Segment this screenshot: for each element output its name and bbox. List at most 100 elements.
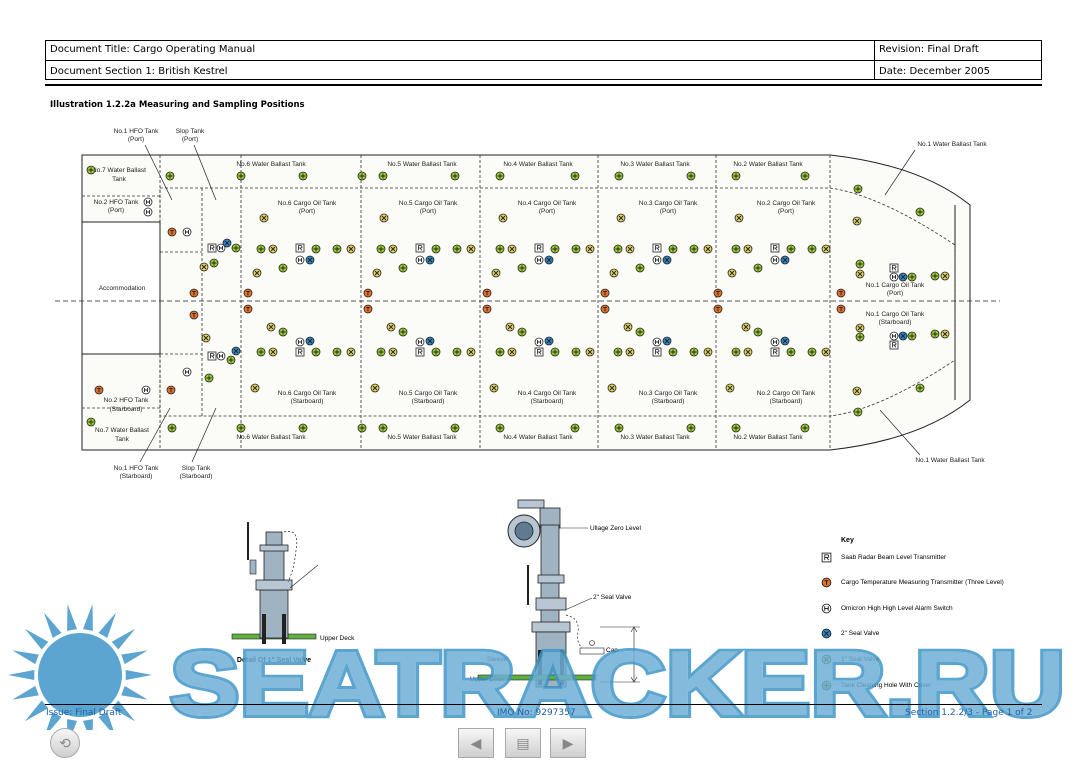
illustration-title: Illustration 1.2.2a Measuring and Sampli…	[50, 100, 305, 110]
tank-symbol	[689, 347, 699, 357]
triangle-right-icon: ▶	[562, 734, 574, 751]
tank-symbol	[652, 347, 662, 357]
tank-symbol	[652, 243, 662, 253]
key-item-label: Tank Cleaning Hole With Cover	[841, 682, 932, 689]
tank-symbol	[388, 347, 398, 357]
tank-symbol	[534, 347, 544, 357]
svg-text:(Port): (Port)	[420, 208, 436, 215]
tank-symbol	[415, 255, 425, 265]
cot-port-label: No.6 Cargo Oil Tank	[278, 200, 337, 207]
sun-ray-icon	[125, 669, 152, 681]
sleeve-label: Sleeve	[487, 656, 507, 663]
tank-symbol	[703, 244, 713, 254]
wb-top-label: No.6 Water Ballast Tank	[236, 161, 306, 168]
tank-symbol	[668, 244, 678, 254]
watermark-text-fill: SEATRACKER.RU	[170, 633, 1065, 730]
tank-symbol	[415, 243, 425, 253]
tank-symbol	[252, 268, 262, 278]
sun-ray-icon	[111, 628, 136, 650]
tank-symbol	[662, 336, 672, 346]
tank-symbol	[635, 327, 645, 337]
tank-symbol	[907, 331, 917, 341]
tank-symbol	[495, 347, 505, 357]
tank-symbol	[425, 336, 435, 346]
svg-text:(Starboard): (Starboard)	[879, 319, 912, 326]
tank-symbol	[743, 244, 753, 254]
cot-port-label: No.2 Cargo Oil Tank	[757, 200, 816, 207]
cot-port-label: No.3 Cargo Oil Tank	[639, 200, 698, 207]
sun-ray-icon	[121, 685, 148, 700]
tank-symbol	[332, 347, 342, 357]
tank-symbol	[889, 331, 899, 341]
svg-text:(Starboard): (Starboard)	[110, 406, 143, 413]
tank-symbol	[311, 244, 321, 254]
svg-text:(Starboard): (Starboard)	[120, 473, 153, 480]
tank-symbol	[398, 327, 408, 337]
tank-symbol	[898, 272, 908, 282]
wb-top-label: No.4 Water Ballast Tank	[503, 161, 573, 168]
detail-caption: Detail Of 1" Seal Valve	[237, 657, 311, 664]
tank-symbol	[295, 243, 305, 253]
tank-symbol	[544, 255, 554, 265]
previous-page-button[interactable]: ◀	[458, 728, 494, 758]
tank-symbol	[821, 244, 831, 254]
cap-label: Cap	[606, 647, 618, 654]
tank-symbol	[295, 347, 305, 357]
tank-symbol	[507, 347, 517, 357]
tank-symbol	[889, 340, 899, 350]
tank-symbol	[517, 327, 527, 337]
tank-symbol	[259, 213, 269, 223]
tank-symbol	[452, 347, 462, 357]
tank-symbol	[652, 337, 662, 347]
footer-rule	[45, 704, 1042, 705]
wb-bot-label: No.3 Water Ballast Tank	[620, 434, 690, 441]
tank-symbol	[609, 268, 619, 278]
wb1-bot-label: No.1 Water Ballast Tank	[915, 457, 985, 464]
tank-symbol	[346, 347, 356, 357]
sun-ray-icon	[121, 650, 148, 665]
sun-ray-icon	[82, 604, 93, 631]
svg-text:(Port): (Port)	[108, 207, 124, 214]
svg-text:(Starboard): (Starboard)	[412, 398, 445, 405]
svg-text:(Starboard): (Starboard)	[652, 398, 685, 405]
svg-text:(Starboard): (Starboard)	[291, 398, 324, 405]
svg-text:(Starboard): (Starboard)	[770, 398, 803, 405]
tank-symbol	[689, 244, 699, 254]
tank-symbol	[544, 336, 554, 346]
tank-symbol	[379, 213, 389, 223]
tank-symbol	[770, 255, 780, 265]
cot-stbd-label: No.2 Cargo Oil Tank	[757, 390, 816, 397]
key-title: Key	[841, 537, 854, 544]
wb7-top-label: No.7 Water Ballast	[92, 167, 146, 174]
document-icon: ▤	[516, 734, 530, 751]
svg-text:(Starboard): (Starboard)	[531, 398, 564, 405]
tank-symbol	[517, 263, 527, 273]
tank-symbol	[505, 322, 515, 332]
sun-ray-icon	[44, 612, 62, 638]
tank-symbol	[635, 263, 645, 273]
watermark: SEATRACKER.RU SEATRACKER.RU	[8, 604, 1068, 730]
tank-symbol	[268, 244, 278, 254]
tank-symbol	[821, 347, 831, 357]
tank-symbol	[425, 255, 435, 265]
tank-symbol	[770, 347, 780, 357]
back-button[interactable]: ⟲	[50, 728, 80, 758]
next-page-button[interactable]: ▶	[550, 728, 586, 758]
detail-measuring-pipe: Ullage Zero Level 2" Seal Valve Cap Slee…	[470, 499, 641, 688]
tank-symbol	[585, 244, 595, 254]
tank-symbol	[703, 347, 713, 357]
footer-issue: Issue: Final Draft	[46, 708, 122, 718]
contents-button[interactable]: ▤	[505, 728, 541, 758]
wb-top-label: No.5 Water Ballast Tank	[387, 161, 457, 168]
sun-ray-icon	[24, 700, 49, 722]
tank-symbol	[489, 383, 499, 393]
tank-symbol	[466, 347, 476, 357]
tank-symbol	[668, 347, 678, 357]
svg-text:(Port): (Port)	[128, 136, 144, 143]
sun-ray-icon	[67, 719, 78, 730]
tank-symbol	[376, 347, 386, 357]
key-item-label: Omicron High High Level Alarm Switch	[841, 605, 953, 612]
upper-deck-label: Upper Deck	[470, 676, 505, 683]
wb-bot-label: No.2 Water Ballast Tank	[733, 434, 803, 441]
